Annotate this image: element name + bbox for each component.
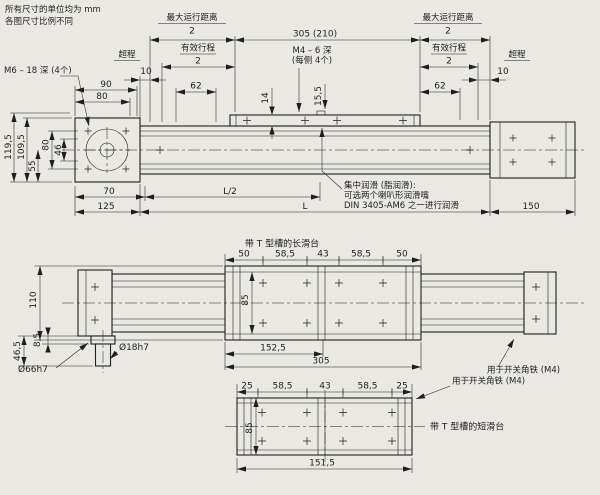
m6-leader — [60, 75, 90, 127]
general-notes: 所有尺寸的单位均为 mm 各图尺寸比例不同 — [5, 4, 101, 27]
short-slide-title: 带 T 型槽的短滑台 — [430, 421, 504, 433]
long-slide-hole-marks — [259, 279, 387, 327]
long-slide-dimensions — [21, 257, 515, 370]
stroke-right-label: 有效行程 — [432, 43, 467, 54]
chain-25-right: 25 — [396, 382, 407, 392]
max-travel-left-label: 最大运行距离 — [166, 12, 217, 23]
flange-diameter-label: Ø66h7 — [18, 364, 48, 375]
chain-50-left: 50 — [238, 250, 250, 260]
m6-thread-note: M6 – 18 深 (4个) — [4, 66, 72, 76]
dim-8-5: 8,5 — [33, 333, 43, 347]
lube-nipple — [316, 110, 326, 116]
long-slide-title: 带 T 型槽的长滑台 — [245, 238, 319, 250]
front-left-ref-lines — [10, 112, 78, 183]
dim-15-5: 15,5 — [314, 86, 324, 106]
right-block-screw-marks — [509, 134, 556, 166]
max-travel-right-den: 2 — [445, 27, 451, 37]
dim-l-half: L/2 — [223, 187, 237, 197]
chain-58-5-right-short: 58,5 — [357, 382, 377, 392]
dim-l: L — [302, 202, 307, 212]
overtravel-right-value: 10 — [497, 67, 509, 77]
lube-note-line2: 可选两个喇叭形润滑嘴 — [344, 190, 430, 201]
dim-152-5: 152,5 — [260, 344, 286, 354]
dim-305: 305 — [312, 357, 329, 367]
long-slide-view: 带 T 型槽的长滑台 50 58,5 43 58,5 50 110 85 46,… — [13, 238, 585, 376]
overtravel-left-label: 超程 — [118, 49, 136, 60]
lube-note-line3: DIN 3405-AM6 之一进行润滑 — [344, 200, 459, 211]
end-block-hole-marks — [91, 283, 540, 324]
carriage-screw-marks — [243, 116, 407, 125]
front-view: 最大运行距离 2 305 (210) 最大运行距离 2 有效行程 2 有效行程 … — [4, 12, 585, 216]
long-slide-labels: 带 T 型槽的长滑台 50 58,5 43 58,5 50 110 85 46,… — [13, 238, 560, 376]
m4-thread-note-line1: M4 – 6 深 — [292, 46, 332, 56]
dim-62-left: 62 — [190, 82, 201, 92]
scale-note: 各图尺寸比例不同 — [5, 16, 73, 27]
short-slide-hole-marks — [258, 408, 396, 445]
switch-note-leader-short — [415, 385, 451, 400]
m4-thread-note-line2: (每侧 4个) — [292, 55, 332, 66]
dim-80-top: 80 — [96, 92, 108, 102]
flange-dia-leader — [55, 342, 89, 369]
dim-109-5: 109,5 — [17, 134, 27, 160]
left-block-screw-marks — [84, 127, 130, 173]
dim-119-5: 119,5 — [4, 134, 14, 160]
shaft-dia-leader — [109, 350, 119, 360]
stroke-right-den: 2 — [446, 57, 452, 67]
rail-screw-marks — [156, 146, 474, 154]
short-slide-labels: 25 58,5 43 58,5 25 用于开关角铁 (M4) 85 带 T 型槽… — [241, 376, 525, 469]
short-slide-dimensions — [237, 385, 451, 472]
chain-58-5-left: 58,5 — [275, 250, 295, 260]
max-travel-right-label: 最大运行距离 — [422, 12, 473, 23]
long-slide-geometry — [62, 265, 585, 373]
overtravel-left-value: 10 — [140, 67, 152, 77]
front-view-dimensions — [11, 37, 575, 215]
dim-85-long: 85 — [241, 294, 251, 305]
chain-58-5-left-short: 58,5 — [272, 382, 292, 392]
short-slide-geometry — [225, 390, 425, 462]
front-view-labels: 最大运行距离 2 305 (210) 最大运行距离 2 有效行程 2 有效行程 … — [4, 12, 540, 212]
chain-25-left: 25 — [241, 382, 252, 392]
dim-62-right: 62 — [434, 82, 445, 92]
max-travel-left-den: 2 — [189, 27, 195, 37]
dim-90: 90 — [100, 80, 112, 90]
overall-length-dim: 305 (210) — [293, 30, 337, 40]
lube-leader — [319, 128, 343, 190]
stroke-left-den: 2 — [195, 57, 201, 67]
dim-14: 14 — [261, 92, 271, 104]
stroke-left-label: 有效行程 — [181, 43, 216, 54]
switch-bracket-note-long: 用于开关角铁 (M4) — [487, 365, 560, 376]
dim-55: 55 — [28, 160, 38, 171]
dim-85-short: 85 — [245, 422, 255, 433]
dim-150: 150 — [522, 202, 539, 212]
dim-46-5: 46,5 — [13, 341, 23, 361]
chain-43: 43 — [317, 250, 328, 260]
chain-43-short: 43 — [319, 382, 330, 392]
overtravel-right-label: 超程 — [508, 49, 526, 60]
fraction-bars — [114, 23, 530, 61]
dim-46: 46 — [54, 144, 64, 156]
short-slide-view: 25 58,5 43 58,5 25 用于开关角铁 (M4) 85 带 T 型槽… — [225, 376, 525, 473]
dim-151-5: 151,5 — [309, 459, 335, 469]
dim-80-side: 80 — [42, 139, 52, 151]
units-note: 所有尺寸的单位均为 mm — [5, 4, 101, 15]
lube-note-line1: 集中润滑 (脂润滑): — [344, 180, 416, 191]
dim-110: 110 — [29, 291, 39, 308]
chain-50-right: 50 — [396, 250, 408, 260]
front-view-geometry — [62, 110, 585, 183]
shaft-diameter-label: Ø18h7 — [119, 342, 149, 353]
carriage-plate — [229, 114, 421, 127]
dim-125: 125 — [97, 202, 114, 212]
dim-70: 70 — [103, 187, 115, 197]
switch-bracket-note-short: 用于开关角铁 (M4) — [452, 376, 525, 387]
chain-58-5-right: 58,5 — [351, 250, 371, 260]
switch-note-leader-long — [497, 338, 515, 368]
